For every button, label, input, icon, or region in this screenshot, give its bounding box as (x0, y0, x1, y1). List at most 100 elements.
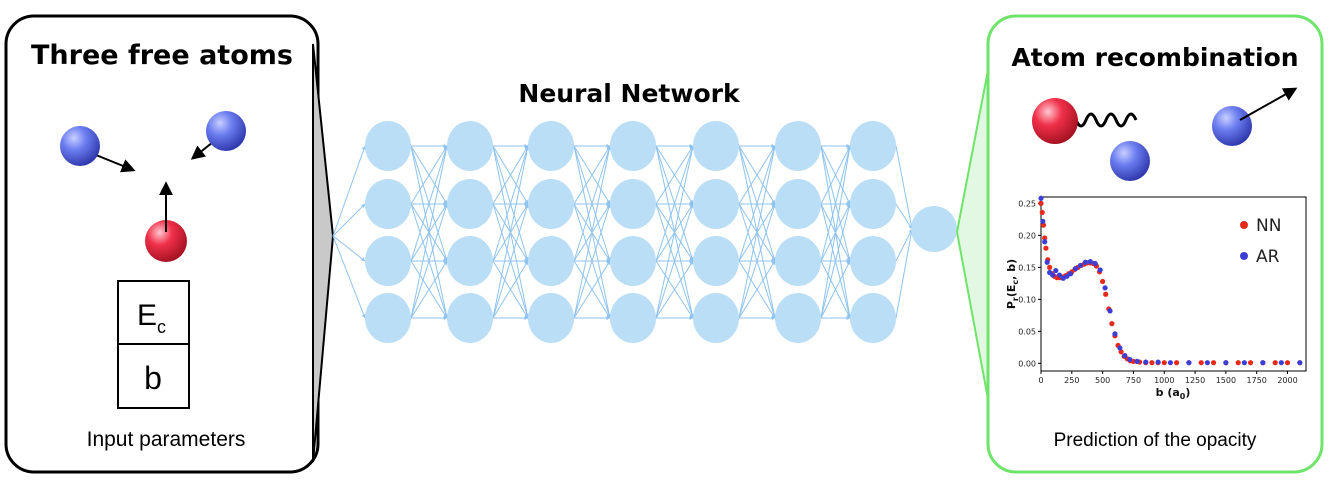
data-point (1127, 356, 1133, 363)
data-point (1112, 331, 1118, 337)
network-edge (738, 145, 776, 205)
x-tick-label: 1000 (1154, 376, 1174, 385)
param-collision-energy: Ec (137, 299, 166, 337)
network-node (447, 293, 493, 343)
network-node (610, 121, 656, 171)
network-edge (410, 260, 448, 319)
network-node (365, 179, 411, 229)
data-point (1117, 345, 1123, 351)
data-point (1092, 260, 1098, 267)
network-node (775, 293, 821, 343)
legend-label: NN (1256, 216, 1281, 236)
network-node (850, 293, 896, 343)
network-edge (655, 145, 695, 319)
network-edge (895, 228, 914, 319)
y-tick-label: 0.25 (1018, 199, 1036, 208)
network-node (850, 121, 896, 171)
data-point (1040, 222, 1047, 228)
input-funnel (312, 43, 335, 463)
legend-marker (1240, 221, 1248, 229)
network-node (447, 121, 493, 171)
network-edge (573, 145, 611, 262)
network-edge (895, 228, 913, 262)
data-point (1053, 267, 1059, 274)
data-point (1109, 321, 1115, 327)
data-point (1161, 360, 1167, 366)
network-node (775, 236, 821, 286)
x-tick-label: 1500 (1216, 376, 1236, 385)
x-tick-label: 0 (1038, 376, 1043, 385)
data-point (1072, 266, 1079, 272)
red-atom (145, 220, 187, 262)
data-point (1100, 278, 1106, 285)
network-edge (655, 203, 694, 319)
network-edge (655, 145, 694, 205)
data-point (1223, 360, 1229, 366)
data-point (1102, 285, 1108, 291)
network-edge (573, 145, 612, 319)
data-point (1056, 272, 1063, 278)
network-edge (410, 145, 448, 262)
x-tick-label: 500 (1095, 376, 1110, 385)
network-edge (492, 203, 529, 319)
network-edge (820, 260, 851, 319)
network-title: Neural Network (518, 79, 741, 108)
motion-arrow (1239, 87, 1298, 121)
data-point (1122, 353, 1128, 359)
network-nodes (365, 121, 957, 343)
data-point (1278, 360, 1284, 366)
y-axis-label: Pr(Ec, b) (1005, 259, 1020, 309)
network-edge (738, 203, 776, 319)
chart-series (1038, 195, 1303, 366)
data-point (1038, 200, 1044, 206)
x-tick-label: 2000 (1277, 376, 1297, 385)
data-point (1103, 291, 1109, 297)
network-node (610, 179, 656, 229)
input-panel-caption: Input parameters (87, 428, 246, 451)
network-edge (492, 260, 529, 319)
network-node (365, 121, 411, 171)
input-panel-title: Three free atoms (31, 40, 293, 71)
network-edge (895, 203, 913, 230)
data-point (1167, 360, 1174, 366)
data-point (1039, 209, 1045, 215)
data-point (1143, 359, 1149, 365)
data-point (1155, 359, 1161, 365)
data-point (1044, 259, 1050, 265)
output-funnel (957, 44, 993, 426)
network-node (528, 121, 574, 171)
network-node (528, 179, 574, 229)
data-point (1173, 360, 1180, 366)
network-node (365, 293, 411, 343)
network-edge (820, 203, 852, 319)
x-axis-label: b (a0) (1156, 386, 1191, 401)
data-point (1241, 360, 1247, 366)
network-node (610, 293, 656, 343)
blue-atom (1212, 106, 1252, 146)
network-edge (332, 203, 366, 237)
param-impact-parameter: b (144, 360, 162, 396)
network-node (610, 236, 656, 286)
network-edge (492, 145, 529, 262)
data-point (1210, 360, 1217, 366)
output-panel-caption: Prediction of the opacity (1054, 430, 1257, 451)
y-tick-label: 0.00 (1018, 359, 1036, 368)
network-node (693, 236, 739, 286)
x-tick-label: 1750 (1247, 376, 1267, 385)
network-node (528, 236, 574, 286)
network-edge (895, 145, 914, 230)
network-edge (573, 145, 611, 205)
data-point (1204, 360, 1210, 366)
blue-atom (60, 126, 100, 166)
data-point (1260, 360, 1266, 366)
data-point (1067, 271, 1074, 277)
x-tick-label: 250 (1064, 376, 1079, 385)
data-point (1040, 218, 1046, 224)
y-tick-label: 0.05 (1018, 327, 1036, 336)
network-node (775, 179, 821, 229)
network-node (693, 293, 739, 343)
blue-atom (1110, 141, 1150, 181)
data-point (1134, 358, 1140, 365)
network-node (528, 293, 574, 343)
